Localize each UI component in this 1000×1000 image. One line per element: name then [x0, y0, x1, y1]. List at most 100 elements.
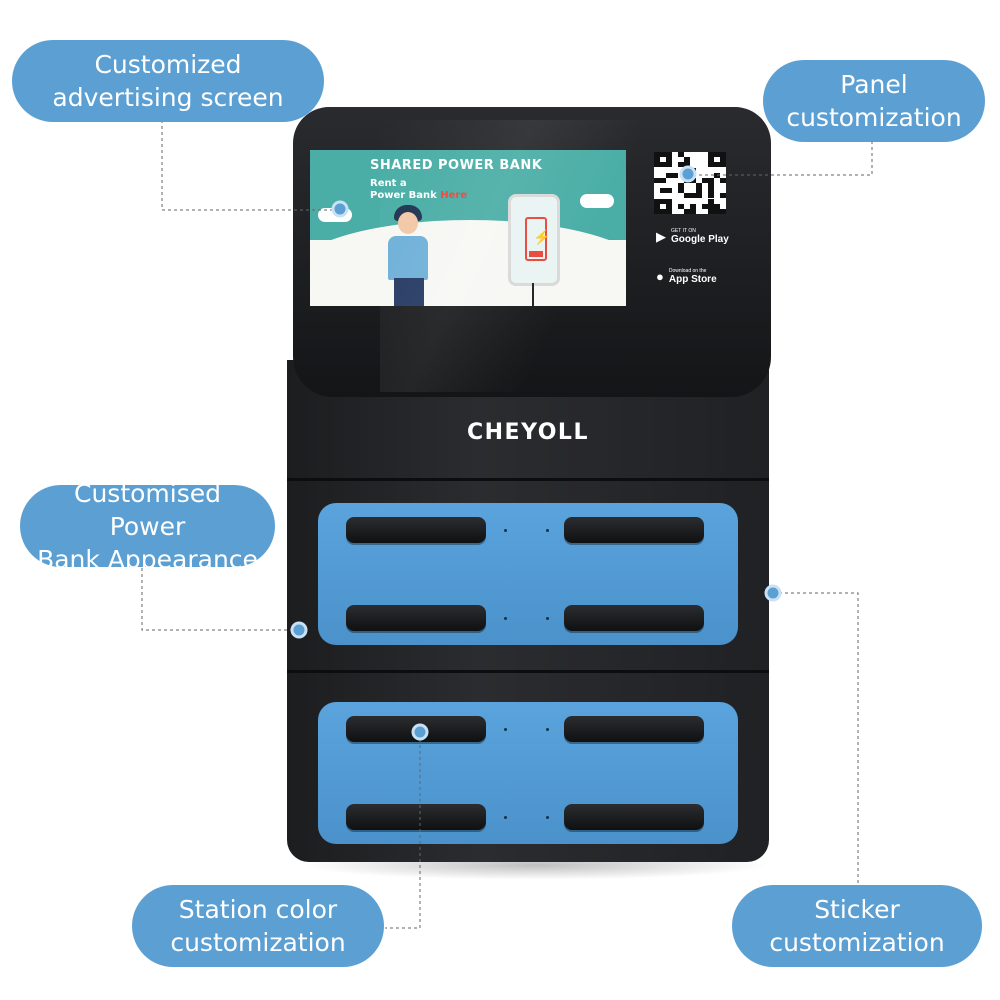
qr-module [678, 203, 684, 209]
qr-module [672, 172, 678, 178]
screen-title: SHARED POWER BANK [370, 158, 543, 173]
qr-module [696, 188, 702, 194]
qr-module [684, 208, 690, 214]
callout-line-1: Sticker [814, 895, 900, 924]
google-play-icon: ▶ [656, 228, 666, 244]
slot-indicator [504, 728, 507, 731]
callout-line-2: customization [769, 928, 945, 957]
qr-module [654, 177, 660, 183]
person-legs [394, 278, 424, 306]
qr-code-icon [654, 152, 726, 214]
power-bank-slot[interactable] [346, 804, 486, 830]
callout-advertising-screen: Customized advertising screen [12, 40, 324, 122]
qr-module [720, 177, 726, 183]
app-store-badge: ● Download on the App Store [656, 268, 717, 285]
callout-line-2: customization [170, 928, 346, 957]
callout-power-bank-appearance: Customised Power Bank Appearance [20, 479, 275, 574]
google-play-small-text: GET IT ON [671, 228, 696, 234]
callout-line-2: advertising screen [52, 83, 284, 112]
qr-module [654, 203, 660, 209]
screen-line-2-prefix: Power Bank [370, 190, 441, 201]
lightning-icon: ⚡ [533, 229, 551, 245]
callout-station-color: Station color customization [132, 885, 384, 967]
qr-module [684, 162, 690, 168]
qr-module [714, 203, 720, 209]
qr-module [690, 208, 696, 214]
qr-module [666, 203, 672, 209]
qr-module [666, 157, 672, 163]
callout-line-2: customization [786, 103, 962, 132]
qr-module [666, 162, 672, 168]
power-bank-slot[interactable] [346, 716, 486, 742]
qr-module [654, 152, 660, 158]
brand-logo: CHEYOLL [467, 420, 589, 445]
qr-module [666, 208, 672, 214]
qr-module [720, 208, 726, 214]
power-bank-panel-lower [318, 702, 738, 844]
body-seam [287, 478, 769, 481]
person-illustration [388, 236, 428, 280]
qr-module [666, 152, 672, 158]
qr-module [690, 167, 696, 173]
app-store-small-text: Download on the [668, 268, 707, 274]
qr-module [654, 157, 660, 163]
power-bank-slot[interactable] [564, 605, 704, 631]
qr-module [660, 198, 666, 204]
qr-module [720, 162, 726, 168]
qr-module [708, 203, 714, 209]
qr-module [684, 157, 690, 163]
screen-line-2-highlight: Here [440, 190, 468, 201]
callout-line-1: Station color [178, 895, 338, 924]
callout-line-2: Bank Appearance [37, 544, 258, 574]
qr-module [708, 198, 714, 204]
person-head [398, 212, 418, 234]
slot-indicator [504, 816, 507, 819]
cloud-icon [580, 194, 614, 208]
qr-module [666, 172, 672, 178]
qr-module [702, 203, 708, 209]
power-bank-slot[interactable] [346, 605, 486, 631]
screen-wave [310, 220, 626, 306]
callout-panel-customization: Panel customization [763, 60, 985, 142]
leader-line-power-bank [141, 568, 300, 631]
callout-line-1: Customised Power [74, 478, 221, 541]
power-bank-slot[interactable] [564, 716, 704, 742]
qr-module [690, 193, 696, 199]
google-play-name: Google Play [671, 234, 729, 245]
power-bank-slot[interactable] [564, 804, 704, 830]
callout-line-1: Customized [94, 50, 242, 79]
google-play-badge: ▶ GET IT ON Google Play [656, 228, 729, 245]
power-bank-slot[interactable] [564, 517, 704, 543]
leader-line-sticker [773, 592, 859, 885]
qr-module [666, 188, 672, 194]
qr-module [678, 162, 684, 168]
qr-module [684, 193, 690, 199]
qr-module [708, 193, 714, 199]
qr-module [678, 188, 684, 194]
qr-module [714, 208, 720, 214]
qr-module [702, 177, 708, 183]
qr-module [666, 198, 672, 204]
slot-indicator [546, 617, 549, 620]
screen-line-2: Power Bank Here [370, 190, 467, 201]
qr-module [660, 188, 666, 194]
slot-indicator [546, 529, 549, 532]
body-seam [287, 670, 769, 673]
qr-module [654, 162, 660, 168]
app-store-name: App Store [668, 274, 717, 285]
qr-module [654, 198, 660, 204]
callout-line-1: Panel [840, 70, 908, 99]
qr-module [696, 193, 702, 199]
slot-indicator [504, 529, 507, 532]
qr-module [720, 193, 726, 199]
callout-sticker-customization: Sticker customization [732, 885, 982, 967]
advertising-screen: SHARED POWER BANK Rent a Power Bank Here… [310, 150, 626, 306]
qr-module [660, 162, 666, 168]
phone-illustration: ⚡ [508, 194, 560, 286]
slot-indicator [504, 617, 507, 620]
battery-fill [529, 251, 543, 257]
qr-module [690, 203, 696, 209]
power-bank-panel-upper [318, 503, 738, 645]
power-bank-slot[interactable] [346, 517, 486, 543]
qr-module [708, 177, 714, 183]
